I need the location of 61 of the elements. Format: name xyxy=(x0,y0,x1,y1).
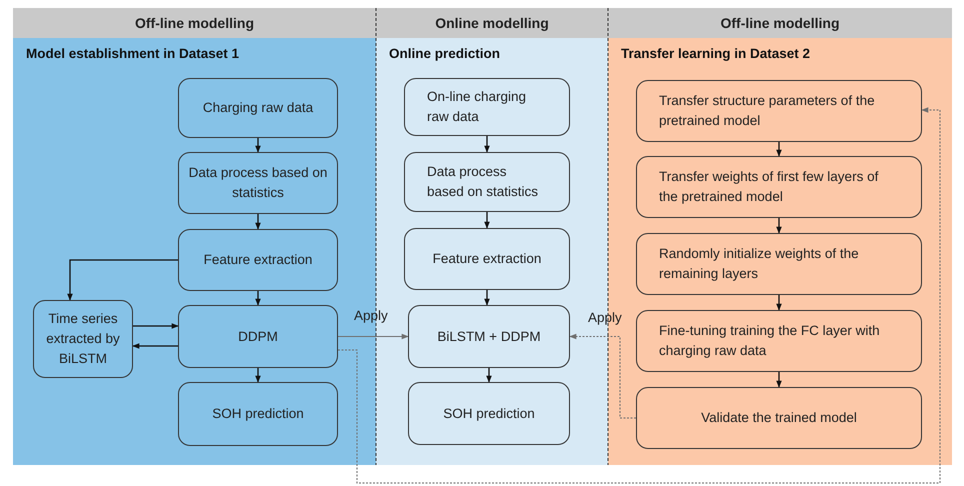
arrow xyxy=(484,136,490,153)
arrow xyxy=(338,334,409,340)
process-box xyxy=(404,78,570,136)
arrow xyxy=(569,334,636,418)
panel-title: Model establishment in Dataset 1 xyxy=(26,45,240,63)
process-box xyxy=(178,229,338,291)
box-label: Time series extracted by BiLSTM xyxy=(45,310,121,368)
box-label: DDPM xyxy=(238,328,278,346)
box-label: Transfer structure parameters of the pretrained model xyxy=(659,92,876,130)
box-label: Charging raw data xyxy=(202,99,314,117)
process-box xyxy=(636,80,922,142)
process-box xyxy=(636,233,922,295)
column-heading: Online modelling xyxy=(435,14,549,33)
box-label: Data process based on statistics xyxy=(427,163,540,201)
process-box xyxy=(404,228,570,290)
process-box xyxy=(636,387,922,449)
arrow xyxy=(255,138,261,153)
arrow xyxy=(133,323,179,329)
header-band xyxy=(13,8,376,38)
box-label: Data process based on statistics xyxy=(188,164,328,202)
panel-title: Transfer learning in Dataset 2 xyxy=(621,45,810,63)
process-box xyxy=(178,78,338,138)
process-box xyxy=(408,305,570,368)
arrow xyxy=(67,259,178,301)
box-label: On-line charging raw data xyxy=(427,88,528,126)
arrow xyxy=(484,290,490,306)
arrow xyxy=(776,295,782,311)
arrow xyxy=(776,218,782,234)
arrow xyxy=(776,372,782,388)
header-band xyxy=(376,8,608,38)
process-box xyxy=(404,152,570,212)
box-label: SOH prediction xyxy=(212,405,304,423)
arrow xyxy=(132,343,178,349)
process-box xyxy=(636,156,922,218)
process-box xyxy=(178,382,338,446)
arrow xyxy=(776,142,782,157)
box-label: Feature extraction xyxy=(204,251,312,269)
box-label: Randomly initialize weights of the remaining layers xyxy=(659,245,860,283)
edge-label: Apply xyxy=(588,310,622,326)
column-heading: Off-line modelling xyxy=(720,14,840,33)
box-label: Fine-tuning training the FC layer with charging raw data xyxy=(659,322,881,360)
panel-title: Online prediction xyxy=(389,45,500,63)
arrow xyxy=(486,368,492,383)
box-label: Transfer weights of first few layers of the pretrained model xyxy=(659,168,880,206)
process-box xyxy=(178,152,338,214)
box-label: Feature extraction xyxy=(432,250,542,268)
box-label: BiLSTM + DDPM xyxy=(437,328,541,346)
process-box xyxy=(636,310,922,372)
arrow xyxy=(484,212,490,229)
arrow xyxy=(338,107,940,484)
column-heading: Off-line modelling xyxy=(135,14,254,33)
box-label: Validate the trained model xyxy=(701,409,857,427)
edge-label: Apply xyxy=(354,308,388,324)
process-box xyxy=(408,382,570,445)
header-band xyxy=(608,8,952,38)
box-label: SOH prediction xyxy=(443,404,535,423)
process-box xyxy=(178,305,338,368)
arrow xyxy=(255,368,261,383)
arrow xyxy=(255,214,261,230)
arrow xyxy=(255,291,261,306)
process-box xyxy=(33,300,133,378)
